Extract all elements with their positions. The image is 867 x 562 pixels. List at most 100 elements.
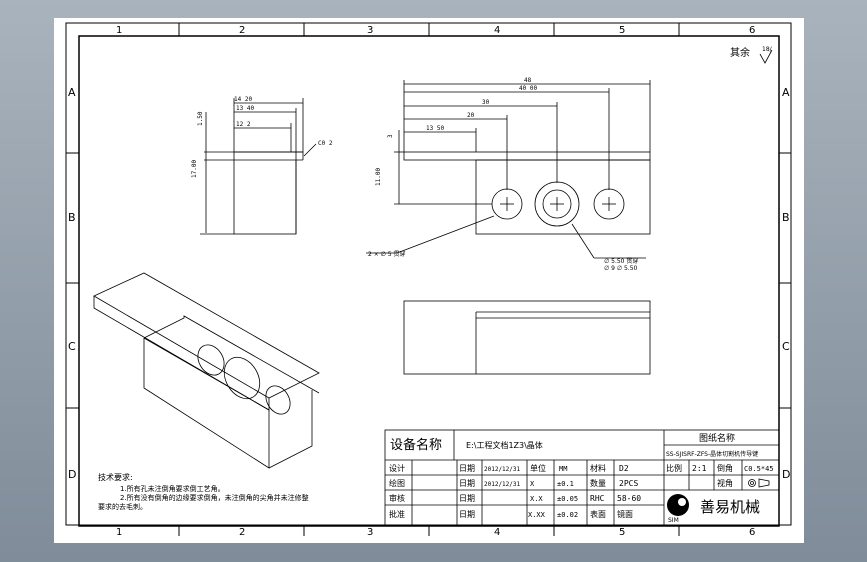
company-logo-text: SIM	[668, 517, 679, 524]
row-label-right: A	[782, 86, 790, 99]
dim-hole-pos-1: 20	[467, 112, 475, 119]
front-view	[366, 80, 651, 259]
company-logo-icon	[678, 498, 686, 506]
tolerance-c-value: ±0.02	[557, 511, 578, 519]
dim-hole-pos-2: 13 50	[426, 125, 444, 132]
row-label-right: C	[782, 340, 790, 353]
view-label: 视角	[717, 478, 733, 488]
tolerance-b-value: ±0.05	[557, 495, 578, 503]
col-label-top: 5	[619, 25, 625, 36]
surface-label: 表面	[590, 509, 606, 519]
date-value: 2012/12/31	[484, 481, 521, 488]
bottom-view	[403, 300, 651, 375]
drawing-canvas: 1 2 3 4 5 6 1 2 3 4 5 6 A B C D A B C D …	[65, 22, 792, 538]
file-path: E:\工程文档1Z3\晶体	[466, 440, 543, 450]
chamfer-label: 倒角	[717, 463, 733, 473]
col-label-bottom: 4	[494, 527, 500, 538]
col-label-bottom: 3	[367, 527, 373, 538]
hardness-value: 58-60	[617, 494, 641, 503]
company-name: 善易机械	[700, 498, 760, 516]
drawing-name-label: 图纸名称	[699, 432, 735, 444]
tech-req-title: 技术要求:	[98, 472, 133, 482]
tolerance-c: X.XX	[528, 511, 546, 519]
column-markers-top: 1 2 3 4 5 6	[116, 23, 755, 36]
dim-top-offset: 3	[387, 134, 394, 138]
row-label-left: C	[68, 340, 76, 353]
role-design: 设计	[389, 463, 405, 473]
iso-top-rail	[93, 272, 320, 399]
qty-label: 数量	[590, 478, 606, 488]
tech-req-line: 1.所有孔未注倒角要求倒工艺角。	[120, 484, 225, 493]
dim-inner-width-2: 12 2	[236, 121, 251, 128]
tech-req-line: 2.所有没有倒角的边缘要求倒角，未注倒角的尖角并未注修整	[120, 493, 309, 502]
col-label-bottom: 1	[116, 527, 122, 538]
role-approve: 批准	[389, 509, 405, 519]
iso-hole-left	[197, 344, 225, 376]
company-logo-icon	[667, 494, 689, 516]
hardness-label: RHC	[590, 494, 605, 503]
col-label-bottom: 2	[239, 527, 245, 538]
roughness-value: 18/	[762, 46, 773, 53]
date-label: 日期	[459, 464, 475, 473]
dim-overall-height: 17.00	[191, 160, 198, 178]
bottom-view-outline	[403, 300, 651, 375]
row-label-right: D	[782, 468, 790, 481]
callout-counterbore-b: ∅ 9 ∅ 5.50	[604, 265, 638, 272]
dim-overall-width: 14 20	[234, 96, 252, 103]
side-view-body	[233, 151, 297, 235]
dim-chamfer: C0 2	[318, 140, 333, 147]
callout-holes: 2 × ∅ 5 贯穿	[368, 250, 406, 258]
front-view-rail	[403, 151, 651, 161]
row-label-left: A	[68, 86, 76, 99]
device-name-label: 设备名称	[390, 437, 442, 453]
date-label: 日期	[459, 510, 475, 519]
isometric-view	[93, 272, 320, 469]
front-view-body	[475, 159, 651, 235]
corner-mark-label: 其余	[730, 46, 750, 59]
surface-value: 镜面	[617, 509, 633, 519]
col-label-top: 2	[239, 25, 245, 36]
roughness-symbol-icon	[759, 49, 773, 64]
drawing-name: SS-SJISRF-ZFS-晶体切割机传导键	[666, 450, 758, 458]
material-label: 材料	[590, 463, 606, 473]
date-value: 2012/12/31	[484, 466, 521, 473]
ratio-label: 比例	[666, 463, 682, 473]
dim-slot-height: 1.50	[197, 111, 204, 126]
iso-hole-right	[265, 385, 291, 415]
role-review: 审核	[389, 493, 405, 503]
col-label-top: 6	[749, 25, 755, 36]
unit-value: MM	[559, 465, 567, 473]
dim-hole-height: 11.00	[375, 168, 382, 186]
role-drawn: 绘图	[389, 478, 405, 488]
chamfer-value: C0.5*45	[744, 465, 774, 473]
row-label-left: D	[68, 468, 76, 481]
date-label: 日期	[459, 479, 475, 488]
col-label-top: 4	[494, 25, 500, 36]
row-label-right: B	[782, 211, 790, 224]
dim-total-length: 48	[524, 77, 532, 84]
drawing-sheet: 1 2 3 4 5 6 1 2 3 4 5 6 A B C D A B C D …	[54, 18, 804, 543]
col-label-bottom: 5	[619, 527, 625, 538]
dim-length-2: 40 00	[519, 85, 537, 92]
col-label-top: 3	[367, 25, 373, 36]
material-value: D2	[619, 464, 629, 473]
projection-symbol-icon	[748, 478, 770, 488]
column-markers-bottom: 1 2 3 4 5 6	[116, 526, 755, 538]
callout-counterbore-a: ∅ 5.50 贯穿	[604, 257, 638, 265]
title-block	[384, 429, 780, 527]
iso-hole-center	[223, 356, 261, 400]
col-label-bottom: 6	[749, 527, 755, 538]
dim-length-3: 30	[482, 99, 490, 106]
col-label-top: 1	[116, 25, 122, 36]
date-label: 日期	[459, 494, 475, 503]
row-label-left: B	[68, 211, 76, 224]
tolerance-a-value: ±0.1	[557, 480, 574, 488]
hole-center-inner	[542, 189, 572, 219]
unit-label: 单位	[530, 463, 546, 473]
side-view	[200, 98, 317, 235]
dim-inner-width-1: 13 40	[236, 105, 254, 112]
tech-req-line: 要求的去毛刺。	[98, 502, 147, 511]
qty-value: 2PCS	[619, 479, 638, 488]
tolerance-a: X	[530, 480, 535, 488]
ratio-value: 2:1	[692, 464, 707, 473]
